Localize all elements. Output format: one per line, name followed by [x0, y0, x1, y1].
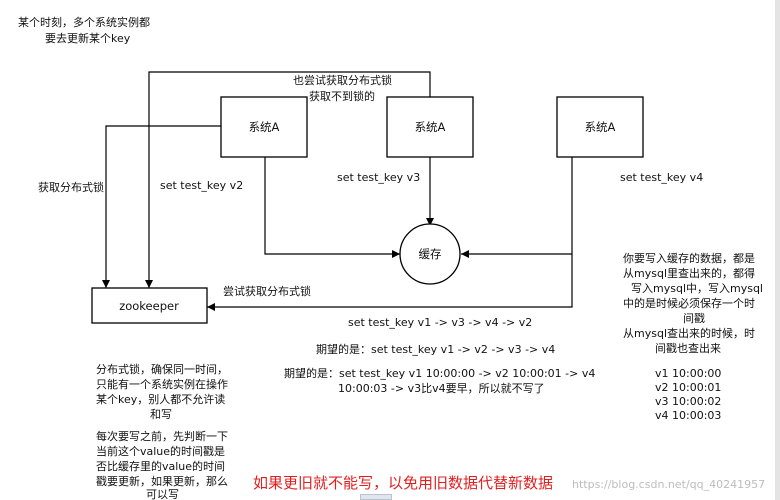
node-system-a-2-label: 系统A — [415, 120, 446, 134]
note-sequence-timestamp-1: 期望的是：set test_key v1 10:00:00 -> v2 10:0… — [284, 366, 595, 380]
note-lock-explain-4: 和写 — [150, 408, 172, 421]
note-mysql-timestamp-1: 从mysql查出来的时候，时 — [623, 326, 755, 340]
note-sequence-expected: 期望的是：set test_key v1 -> v2 -> v3 -> v4 — [316, 342, 555, 356]
label-set-v4: set test_key v4 — [620, 171, 703, 184]
note-timestamp-explain-1: 每次要写之前，先判断一下 — [96, 429, 228, 443]
note-version-v4: v4 10:00:03 — [655, 409, 721, 422]
note-mysql-explain-4: 中的是时候必须保存一个时 — [623, 296, 755, 310]
label-top-left-1: 某个时刻，多个系统实例都 — [18, 15, 150, 29]
note-version-v1: v1 10:00:00 — [655, 367, 721, 380]
note-lock-explain-2: 只能有一个系统实例在操作 — [96, 377, 228, 391]
node-cache — [399, 223, 461, 285]
label-also-try-lock-1: 也尝试获取分布式锁 — [293, 73, 392, 87]
note-timestamp-explain-2: 当前这个value的时间戳是 — [96, 444, 225, 458]
node-zookeeper — [91, 287, 208, 324]
node-system-a-3-label: 系统A — [585, 120, 616, 134]
note-timestamp-explain-3: 否比缓存里的value的时间 — [96, 459, 225, 473]
note-mysql-timestamp-2: 间戳也查出来 — [655, 341, 721, 355]
bottom-strip — [360, 494, 392, 500]
note-mysql-explain-2: 从mysql里查出来的，都得 — [623, 266, 755, 280]
node-cache-label: 缓存 — [419, 247, 442, 261]
scrollbar-track — [775, 0, 780, 500]
label-set-v3: set test_key v3 — [337, 171, 420, 184]
note-sequence-timestamp-2: 10:00:03 -> v3比v4要早，所以就不写了 — [338, 381, 545, 395]
edge-try-lock — [207, 254, 573, 311]
node-system-a-3 — [556, 96, 644, 158]
note-sequence-actual: set test_key v1 -> v3 -> v4 -> v2 — [348, 316, 532, 329]
watermark-text: https://blog.csdn.net/qq_40241957 — [572, 478, 765, 491]
label-top-left-2: 要去更新某个key — [45, 31, 131, 45]
edge-also-try-lock — [145, 71, 431, 288]
node-system-a-1-label: 系统A — [249, 120, 280, 134]
node-system-a-2 — [386, 96, 474, 158]
note-mysql-explain-1: 你要写入缓存的数据，都是 — [623, 251, 755, 265]
label-also-try-lock-2: 获取不到锁的 — [309, 89, 375, 103]
node-system-a-1 — [220, 96, 308, 158]
label-acquire-lock: 获取分布式锁 — [38, 180, 104, 194]
note-timestamp-explain-5: 可以写 — [146, 488, 179, 500]
label-set-v2: set test_key v2 — [160, 179, 243, 192]
note-mysql-explain-5: 间戳 — [683, 312, 705, 325]
edge-lock-acquire — [102, 125, 221, 288]
note-version-v3: v3 10:00:02 — [655, 395, 721, 408]
node-zookeeper-label: zookeeper — [119, 299, 179, 313]
note-lock-explain-3: 某个key，别人都不允许读 — [96, 392, 225, 406]
note-mysql-explain-3: 写入mysql中，写入mysql — [631, 282, 763, 295]
note-version-v2: v2 10:00:01 — [655, 381, 721, 394]
edge-set-v4 — [461, 157, 573, 258]
note-timestamp-explain-4: 戳要更新，如果更新，那么 — [96, 474, 228, 488]
note-lock-explain-1: 分布式锁，确保同一时间， — [96, 362, 228, 376]
edge-set-v2 — [264, 157, 400, 258]
label-try-lock: 尝试获取分布式锁 — [223, 284, 311, 298]
red-footer-note: 如果更旧就不能写，以免用旧数据代替新数据 — [253, 474, 553, 492]
